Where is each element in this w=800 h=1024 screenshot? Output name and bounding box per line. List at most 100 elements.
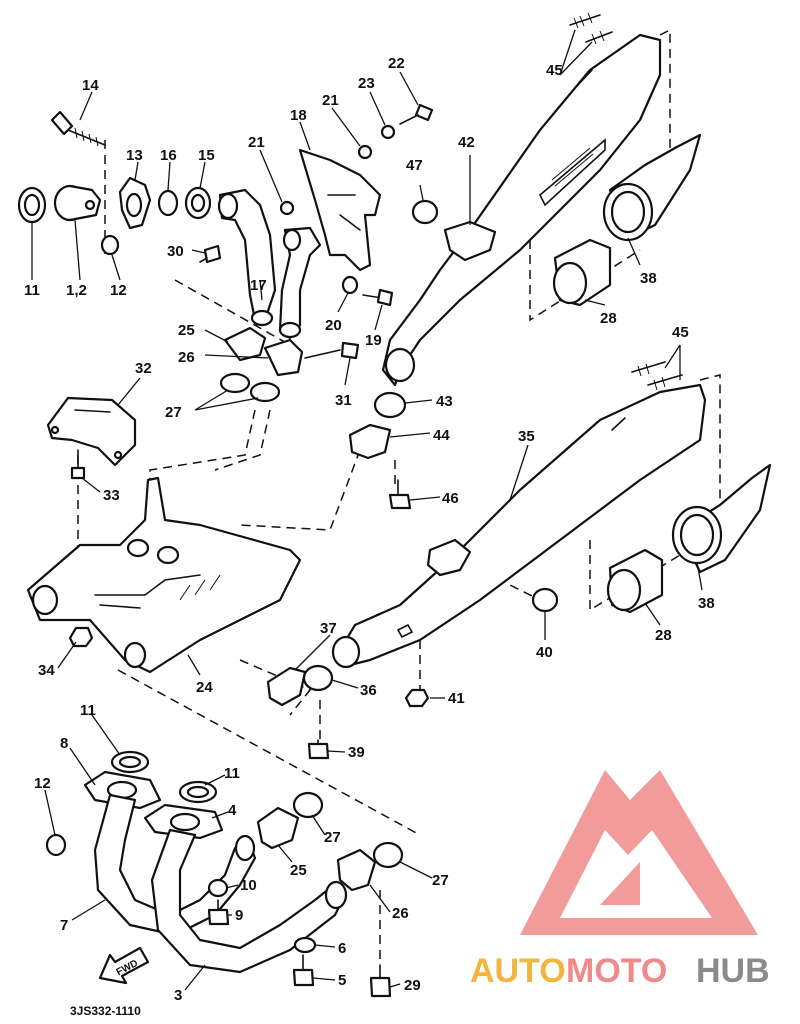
callout-19: 19	[365, 332, 382, 349]
callout-34: 34	[38, 662, 55, 679]
leader-lines	[31, 29, 703, 991]
part-36-ring	[302, 664, 334, 692]
part-5-bolt	[292, 954, 315, 987]
part-13-clamp	[118, 176, 152, 230]
watermark-text-hub: HUB	[696, 952, 770, 990]
callout-labels: 14 13 16 15 11 1,2 12 21 18 21 23 22 30 …	[24, 55, 715, 1004]
part-24-collector	[26, 476, 302, 674]
callout-47: 47	[406, 157, 423, 174]
part-29-bolt	[369, 964, 392, 998]
callout-31: 31	[335, 392, 352, 409]
part-17-pipe-bracket	[217, 188, 322, 340]
callout-27-b: 27	[324, 829, 341, 846]
callout-8: 8	[60, 735, 68, 752]
part-9-bolt	[207, 899, 230, 926]
callout-15: 15	[198, 147, 215, 164]
callout-21-b: 21	[322, 92, 339, 109]
part-code-label: 3JS332-1110	[70, 1004, 141, 1018]
part-39-bolt	[307, 739, 330, 760]
part-11-gasket-lower-b	[178, 780, 218, 804]
part-26-clamp-lower	[336, 848, 377, 892]
callout-28-b: 28	[655, 627, 672, 644]
callout-14: 14	[82, 77, 99, 94]
callout-32: 32	[135, 360, 152, 377]
callout-17: 17	[250, 277, 267, 294]
callout-45: 45	[546, 62, 563, 79]
part-45-springs-lower	[631, 361, 683, 391]
watermark-logo	[520, 770, 758, 935]
callout-11-c: 11	[224, 765, 240, 782]
part-23-washer	[380, 124, 396, 140]
callout-26: 26	[178, 349, 195, 366]
part-27-ring-lower-a	[292, 791, 324, 819]
callout-5: 5	[338, 972, 346, 989]
part-25-clamp-lower	[256, 806, 300, 850]
part-25-26-clamp-assembly	[223, 326, 304, 377]
part-35-lower-muffler	[331, 383, 707, 669]
callout-25: 25	[178, 322, 195, 339]
part-19-bolt	[362, 288, 394, 307]
part-11-gasket	[17, 186, 47, 224]
part-28-baffle-lower	[606, 548, 664, 614]
part-40-collar	[531, 587, 559, 613]
callout-16: 16	[160, 147, 177, 164]
part-3-exhaust-pipe	[150, 828, 348, 974]
part-20-washer	[341, 275, 359, 295]
callout-1-2: 1,2	[66, 282, 87, 299]
callout-7: 7	[60, 917, 68, 934]
part-46-bolt	[388, 479, 412, 510]
part-27-ring-lower-b	[372, 841, 404, 869]
part-8-flange	[83, 770, 162, 810]
part-21-washer-a	[279, 200, 295, 216]
callout-42: 42	[458, 134, 475, 151]
part-16-ring	[157, 189, 179, 217]
callout-25-b: 25	[290, 862, 307, 879]
callout-10: 10	[240, 877, 257, 894]
part-38-tip-upper	[602, 133, 702, 242]
part-37-clamp	[266, 666, 307, 707]
part-12-collar-lower	[45, 833, 67, 857]
part-41-nut	[404, 688, 430, 708]
callout-30: 30	[167, 243, 184, 260]
callout-26-b: 26	[392, 905, 409, 922]
callout-11-b: 11	[80, 702, 96, 719]
callout-35: 35	[518, 428, 535, 445]
callout-27-c: 27	[432, 872, 449, 889]
part-15-ring	[184, 186, 212, 220]
callout-46: 46	[442, 490, 459, 507]
callout-41: 41	[448, 690, 465, 707]
callout-20: 20	[325, 317, 342, 334]
callout-24: 24	[196, 679, 213, 696]
callout-45-b: 45	[672, 324, 689, 341]
part-10-collar	[207, 878, 229, 898]
part-30-bolt	[199, 244, 222, 264]
part-22-bolt	[399, 103, 434, 125]
part-11-gasket-lower-a	[110, 750, 150, 774]
callout-28: 28	[600, 310, 617, 327]
callout-6: 6	[338, 940, 346, 957]
callout-13: 13	[126, 147, 143, 164]
part-12-collar	[100, 234, 120, 256]
part-34-nut	[68, 626, 94, 648]
part-45-springs-upper	[569, 12, 613, 45]
callout-40: 40	[536, 644, 553, 661]
callout-22: 22	[388, 55, 405, 72]
callout-18: 18	[290, 107, 307, 124]
callout-39: 39	[348, 744, 365, 761]
part-42-upper-muffler	[381, 33, 662, 387]
callout-33: 33	[103, 487, 120, 504]
part-38-tip-lower	[671, 463, 772, 574]
part-1-2-flange	[53, 184, 102, 222]
callout-44: 44	[433, 427, 450, 444]
part-6-washer	[293, 936, 317, 954]
callout-36: 36	[360, 682, 377, 699]
part-31-bolt	[304, 341, 360, 360]
watermark-text-auto: AUTO	[470, 952, 566, 990]
part-28-baffle-upper	[552, 238, 612, 307]
callout-9: 9	[235, 907, 243, 924]
callout-21: 21	[248, 134, 265, 151]
part-43-ring	[373, 391, 407, 419]
callout-12-b: 12	[34, 775, 51, 792]
part-33-bolt	[70, 449, 86, 480]
part-18-mount-bracket	[298, 148, 382, 272]
